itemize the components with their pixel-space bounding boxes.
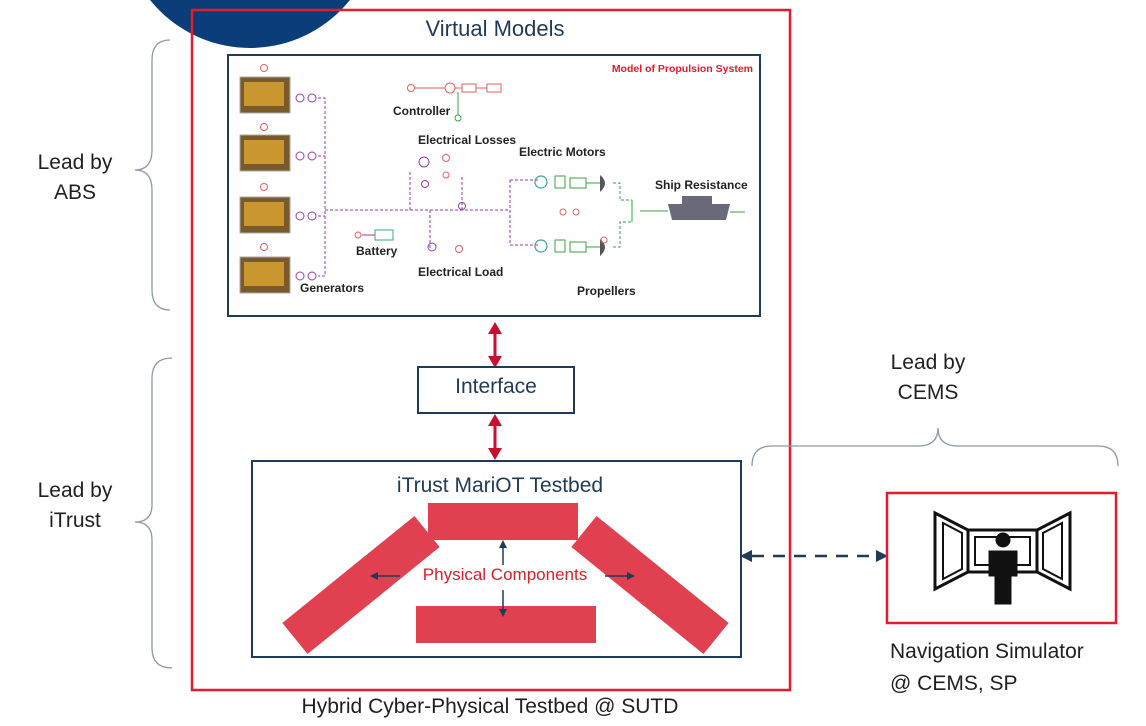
propulsion-schematic: [239, 64, 745, 294]
model-tag-text: Model of Propulsion System: [612, 63, 753, 75]
interface-label: Interface: [455, 375, 537, 398]
lead-itrust-line1: Lead by: [37, 479, 113, 502]
outer-frame: [190, 8, 792, 692]
label-ship-resistance: Ship Resistance: [655, 178, 748, 192]
label-propellers: Propellers: [577, 284, 636, 298]
navigation-simulator-icon: [933, 510, 1072, 605]
lead-abs-line2: ABS: [53, 181, 97, 204]
component-block-top: [428, 503, 578, 540]
component-block-right: [571, 515, 729, 655]
lead-itrust-line2: iTrust: [49, 509, 101, 532]
ship-icon: [668, 196, 745, 220]
label-electric-motors: Electric Motors: [519, 145, 606, 159]
simulator-caption-line2: @ CEMS, SP: [890, 672, 1018, 695]
generator-icons: [239, 76, 291, 294]
label-controller: Controller: [393, 104, 451, 118]
lead-abs-line1: Lead by: [37, 151, 113, 174]
model-box: [227, 54, 761, 317]
virtual-models-title: Virtual Models: [425, 16, 565, 41]
lead-cems: Lead by CEMS: [873, 348, 983, 408]
simulator-caption: Navigation Simulator @ CEMS, SP: [890, 636, 1084, 700]
testbed-caption: Hybrid Cyber-Physical Testbed @ SUTD: [301, 695, 679, 718]
lead-cems-line2: CEMS: [897, 381, 959, 404]
physical-components-label: Physical Components: [422, 565, 588, 584]
lead-itrust: Lead by iTrust: [20, 476, 130, 536]
dashed-link-arrow: [740, 550, 888, 562]
label-electrical-load: Electrical Load: [418, 265, 504, 279]
lead-cems-line1: Lead by: [890, 351, 966, 374]
brace-abs: [134, 39, 171, 311]
interface-arrow-top: [488, 322, 502, 368]
label-electrical-losses: Electrical Losses: [418, 133, 517, 147]
interface-box: [417, 366, 575, 414]
label-generators: Generators: [300, 281, 365, 295]
component-block-bottom: [416, 606, 596, 643]
testbed-title: iTrust MariOT Testbed: [396, 474, 604, 497]
logo-circle: [150, 0, 350, 48]
simulator-caption-line1: Navigation Simulator: [890, 640, 1084, 663]
label-battery: Battery: [356, 244, 398, 258]
component-block-left: [282, 515, 440, 655]
lead-abs: Lead by ABS: [20, 148, 130, 208]
brace-cems: [751, 427, 1119, 467]
interface-arrow-bottom: [488, 414, 502, 460]
brace-itrust: [134, 357, 173, 669]
component-arrows: [370, 540, 635, 617]
